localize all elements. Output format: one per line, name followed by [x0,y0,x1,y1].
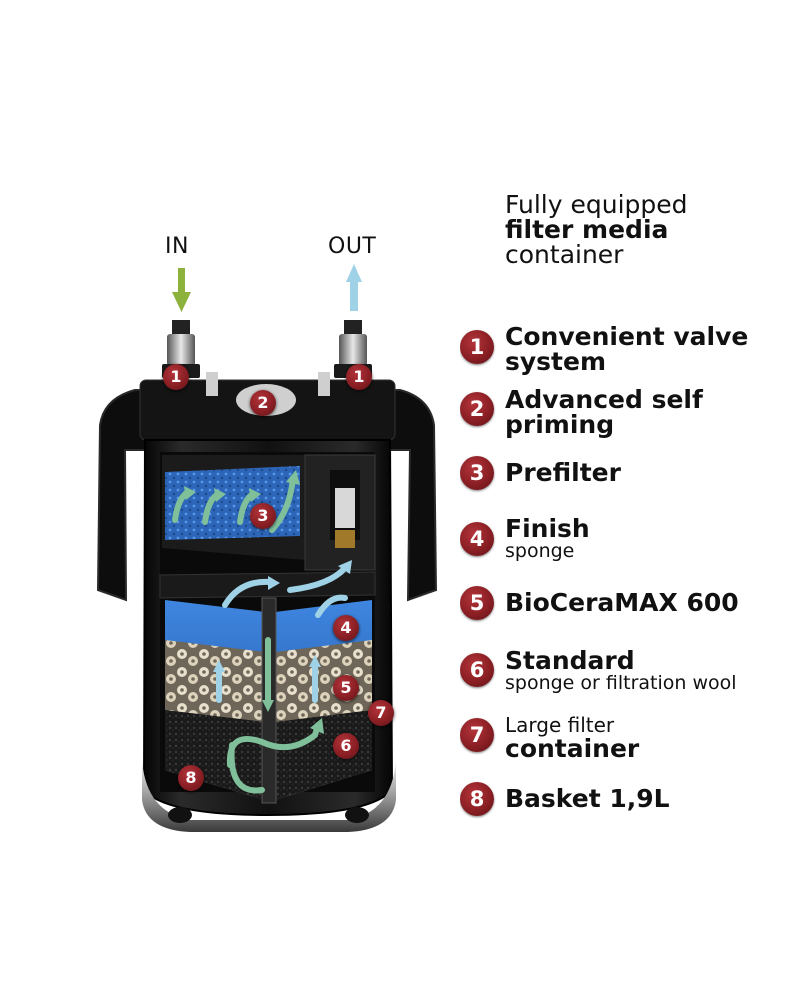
marker-1-outlet: 1 [346,364,372,390]
heading-line-1: Fully equipped [505,190,688,219]
legend-badge-5: 5 [460,586,494,620]
marker-8: 8 [178,765,204,791]
marker-6: 6 [333,733,359,759]
marker-2: 2 [250,390,276,416]
heading-line-2: filter media [505,215,669,244]
legend-item-8-line-1: Basket 1,9L [505,784,670,813]
legend-badge-6: 6 [460,653,494,687]
legend-item-7-pre: Large filter [505,713,615,737]
legend-item-4-sub: sponge [505,540,575,562]
legend-badge-2: 2 [460,392,494,426]
legend-badge-4: 4 [460,522,494,556]
legend-item-3-line-1: Prefilter [505,458,621,487]
legend-item-6-line-1: Standard [505,646,635,675]
heading: Fully equipped filter media container [505,192,795,267]
heading-line-3: container [505,240,624,269]
legend: 1 Convenient valve system 2 Advanced sel… [460,320,800,820]
legend-badge-3: 3 [460,456,494,490]
legend-item-2-line-1: Advanced self [505,385,703,414]
out-arrow [346,264,362,311]
legend-badge-1: 1 [460,330,494,364]
marker-7: 7 [368,700,394,726]
legend-badge-8: 8 [460,782,494,816]
legend-item-2-line-2: priming [505,410,615,439]
legend-item-7-line-1: container [505,734,640,763]
legend-item-4-line-1: Finish [505,514,590,543]
marker-4: 4 [333,615,359,641]
in-arrow [172,268,191,312]
marker-3: 3 [250,503,276,529]
marker-1-inlet: 1 [163,364,189,390]
legend-badge-7: 7 [460,718,494,752]
legend-item-6-sub: sponge or filtration wool [505,672,737,694]
out-label: OUT [328,234,377,259]
legend-item-1-line-1: Convenient valve [505,322,749,351]
legend-item-1-line-2: system [505,347,607,376]
legend-item-5-line-1: BioCeraMAX 600 [505,588,739,617]
marker-5: 5 [333,675,359,701]
in-label: IN [165,234,189,259]
